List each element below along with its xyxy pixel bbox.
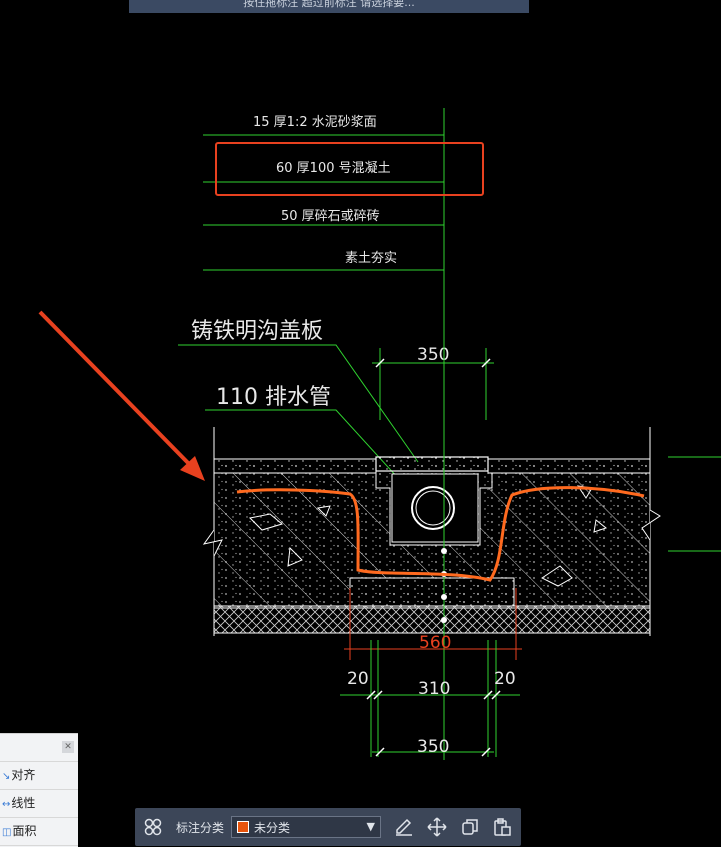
copy-icon[interactable] [460,817,480,837]
annotation-toolbar: 标注分类 未分类 ▼ [135,808,521,846]
pointer-arrow [38,310,197,472]
area-icon: ◫ [2,827,12,838]
category-color-swatch [237,821,249,833]
chevron-down-icon: ▼ [366,820,375,833]
freehand-annotation[interactable] [236,486,645,582]
panel-header: ✕ [0,734,78,762]
dim-right-text: 20 [494,669,516,689]
dim-top-text: 350 [417,345,449,365]
paste-icon[interactable] [492,817,512,837]
dim-top[interactable]: 350 [372,345,494,420]
layer2-text: 60 厚100 号混凝土 [276,160,391,176]
category-select[interactable]: 未分类 ▼ [231,816,381,838]
dim-middle-text: 310 [418,679,450,699]
panel-item-label: 对齐 [11,768,36,782]
grid-apps-icon[interactable] [143,817,163,837]
category-select-value: 未分类 [254,821,291,835]
panel-item-align[interactable]: ↘对齐 [0,762,78,790]
ground-section [202,427,661,636]
panel-item-label: 面积 [12,824,37,838]
dim-middle[interactable]: 20 310 20 [340,669,520,700]
dim-left-text: 20 [347,669,369,689]
close-icon[interactable]: ✕ [62,741,74,753]
dim-bottom[interactable]: 350 [372,737,494,757]
cover-label: 铸铁明沟盖板 [191,319,323,344]
title-banner: 按住拖标注 超过前标注 请选择要... [129,0,529,13]
dimension-type-panel: ✕ ↘对齐 ↔线性 ◫面积 [0,733,78,847]
dim-bottom-text: 350 [417,737,449,757]
cover-leader [178,344,419,463]
dim-red[interactable]: 560 [344,588,522,660]
category-label: 标注分类 [176,821,225,835]
move-icon[interactable] [427,817,447,837]
panel-item-label: 线性 [11,796,36,810]
panel-item-linear[interactable]: ↔线性 [0,790,78,818]
linear-icon: ↔ [2,799,11,810]
pipe-label: 110 排水管 [216,385,331,410]
align-icon: ↘ [2,771,11,782]
dim-red-text: 560 [419,633,451,653]
title-banner-text: 按住拖标注 超过前标注 请选择要... [243,0,415,9]
pointer-arrow-head [180,456,205,481]
layer3-text: 50 厚碎石或碎砖 [281,209,380,224]
highlight-box[interactable] [215,142,484,196]
edit-icon[interactable] [394,817,414,837]
layer1-text: 15 厚1:2 水泥砂浆面 [253,115,377,130]
layer4-text: 素土夯实 [345,251,397,266]
panel-item-area[interactable]: ◫面积 [0,818,78,846]
